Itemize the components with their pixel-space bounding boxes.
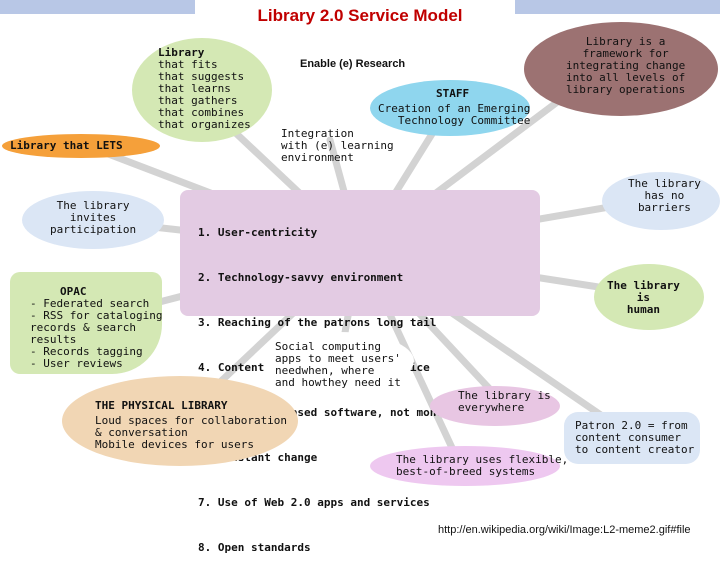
- slide-title: Library 2.0 Service Model: [257, 6, 463, 25]
- library-lets-node: [2, 134, 160, 158]
- physical-library-node: [62, 376, 298, 466]
- social-computing-node: [264, 332, 414, 390]
- enable-research-text: Enable (e) Research: [300, 58, 406, 70]
- core-principle-item: 7. Use of Web 2.0 apps and services: [198, 496, 430, 509]
- staff-node: [370, 80, 530, 136]
- source-url[interactable]: http://en.wikipedia.org/wiki/Image:L2-me…: [438, 524, 691, 536]
- everywhere-node: [430, 386, 560, 426]
- core-principle-item: 2. Technology-savvy environment: [198, 271, 404, 284]
- header-bar-right: [515, 0, 720, 14]
- participation-node: [22, 191, 164, 249]
- header-bar-left: [0, 0, 195, 14]
- core-principle-item: 1. User-centricity: [198, 226, 318, 239]
- flexible-systems-node: [370, 446, 560, 486]
- opac-text: OPAC- Federated search- RSS for catalogi…: [30, 285, 163, 370]
- human-node: [594, 264, 704, 330]
- library-lets-text: Library that LETS: [10, 139, 123, 152]
- patron-node: [564, 412, 700, 464]
- opac-node: [10, 272, 162, 374]
- staff-title: STAFF: [436, 87, 470, 100]
- core-principle-item: 3. Reaching of the patrons long tail: [198, 316, 437, 329]
- core-principles-box: [180, 190, 540, 316]
- framework-node: [524, 22, 718, 116]
- no-barriers-node: [602, 172, 720, 230]
- flexible-systems-text: The library uses flexible,best-of-breed …: [396, 453, 569, 478]
- core-principle-item: 8. Open standards: [198, 541, 311, 554]
- library-fits-node: [132, 38, 272, 142]
